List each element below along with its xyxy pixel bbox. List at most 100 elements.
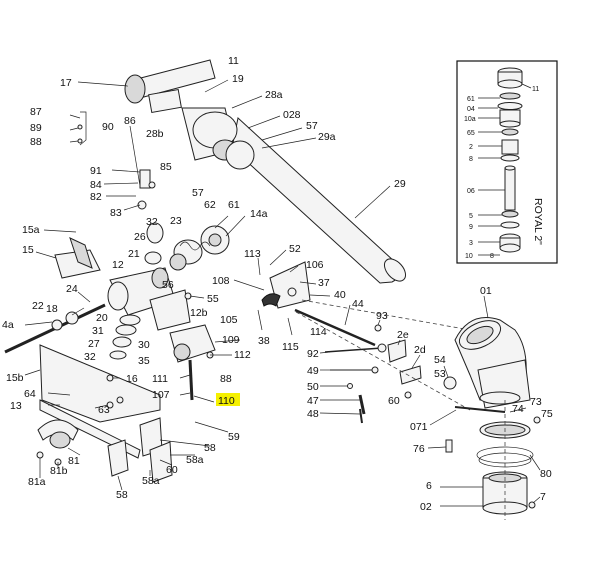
callout-label: 92	[307, 348, 319, 360]
inset-label: 65	[467, 130, 475, 137]
callout-label: 81b	[50, 465, 68, 477]
callout-labels: 17 19 28a 028 57 29a 29 86 90 87 89 88 2…	[2, 55, 553, 513]
tube-assembly	[124, 59, 407, 284]
callout-label: 49	[307, 365, 319, 377]
callout-label: 54	[434, 354, 446, 366]
callout-label: 26	[134, 231, 146, 243]
inset-label: 9	[469, 224, 473, 231]
callout-label: 61	[228, 199, 240, 211]
inset-title: ROYAL 2"	[532, 198, 544, 245]
callout-label: 57	[192, 187, 204, 199]
inset-label: 10a	[464, 116, 476, 123]
callout-label: 87	[30, 106, 42, 118]
inset-panel: ROYAL 2"	[456, 60, 558, 264]
callout-label: 29a	[318, 131, 336, 143]
callout-label: 50	[307, 381, 319, 393]
left-parts	[4, 111, 230, 483]
inset-label: 8	[490, 253, 494, 260]
leader-lines	[24, 79, 541, 507]
callout-label: 17	[60, 77, 72, 89]
inset-label: 10	[465, 253, 473, 260]
callout-label: 74	[512, 403, 524, 415]
callout-label: 86	[124, 115, 136, 127]
inset-label: 3	[469, 240, 473, 247]
callout-label: 53	[434, 368, 446, 380]
callout-label: 85	[160, 161, 172, 173]
callout-label: 48	[307, 408, 319, 420]
callout-label: 32	[146, 216, 158, 228]
callout-label: 113	[244, 248, 261, 260]
callout-label: 15b	[6, 372, 24, 384]
callout-label: 20	[96, 312, 108, 324]
callout-label: 84	[90, 179, 102, 191]
callout-label: 02	[420, 501, 432, 513]
inset-label: 61	[467, 96, 475, 103]
callout-label: 12b	[190, 307, 208, 319]
callout-label: 14a	[250, 208, 268, 220]
callout-label: 30	[138, 339, 150, 351]
callout-label: 93	[376, 310, 388, 322]
callout-label: 80	[540, 468, 552, 480]
callout-label: 89	[30, 122, 42, 134]
callout-label: 115	[282, 341, 299, 353]
callout-label: 105	[220, 314, 238, 326]
inset-label: 06	[467, 188, 475, 195]
callout-label: 15	[22, 244, 34, 256]
callout-label: 6	[426, 480, 432, 492]
callout-label: 028	[283, 109, 301, 121]
callout-label-highlighted: 110	[218, 395, 235, 407]
callout-label: 58	[204, 442, 216, 454]
callout-label: 58	[116, 489, 128, 501]
callout-label: 64	[24, 388, 36, 400]
callout-label: 107	[152, 389, 170, 401]
callout-label: 60	[166, 464, 178, 476]
callout-label: 109	[222, 334, 240, 346]
callout-label: 58a	[142, 475, 160, 487]
callout-label: 76	[413, 443, 425, 455]
callout-label: 56	[162, 279, 174, 291]
centre-parts	[257, 257, 471, 424]
inset-label: 5	[469, 213, 473, 220]
callout-label: 071	[410, 421, 428, 433]
callout-label: 40	[334, 289, 346, 301]
callout-label: 58a	[186, 454, 204, 466]
callout-label: 28a	[265, 89, 283, 101]
callout-label: 60	[388, 395, 400, 407]
inset-label: 11	[532, 86, 539, 93]
callout-label: 91	[90, 165, 102, 177]
callout-label: 114	[310, 326, 327, 338]
callout-label: 01	[480, 285, 492, 297]
callout-label: 90	[102, 121, 114, 133]
callout-label: 88	[30, 136, 42, 148]
callout-label: 23	[170, 215, 182, 227]
callout-label: 22	[32, 300, 44, 312]
callout-label: 82	[90, 191, 102, 203]
callout-label: 52	[289, 243, 301, 255]
inset-label: 04	[467, 106, 475, 113]
callout-label: 112	[234, 349, 251, 361]
callout-label: 27	[88, 338, 100, 350]
callout-label: 2e	[397, 329, 409, 341]
callout-label: 55	[207, 293, 219, 305]
callout-label: 44	[352, 298, 364, 310]
callout-label: 75	[541, 408, 553, 420]
callout-label: 11	[228, 55, 239, 67]
callout-label: 12	[112, 259, 124, 271]
callout-label: 28b	[146, 128, 164, 140]
callout-label: 81	[68, 455, 80, 467]
callout-label: 83	[110, 207, 122, 219]
callout-label: 16	[126, 373, 138, 385]
callout-label: 35	[138, 355, 150, 367]
callout-label: 24	[66, 283, 78, 295]
callout-label: 62	[204, 199, 216, 211]
callout-label: 111	[152, 373, 168, 385]
callout-label: 57	[306, 120, 318, 132]
callout-label: 31	[92, 325, 104, 337]
callout-label: 21	[128, 248, 140, 260]
callout-label: 106	[306, 259, 324, 271]
inset-label: 8	[469, 156, 473, 163]
callout-label: 19	[232, 73, 244, 85]
callout-label: 59	[228, 431, 240, 443]
